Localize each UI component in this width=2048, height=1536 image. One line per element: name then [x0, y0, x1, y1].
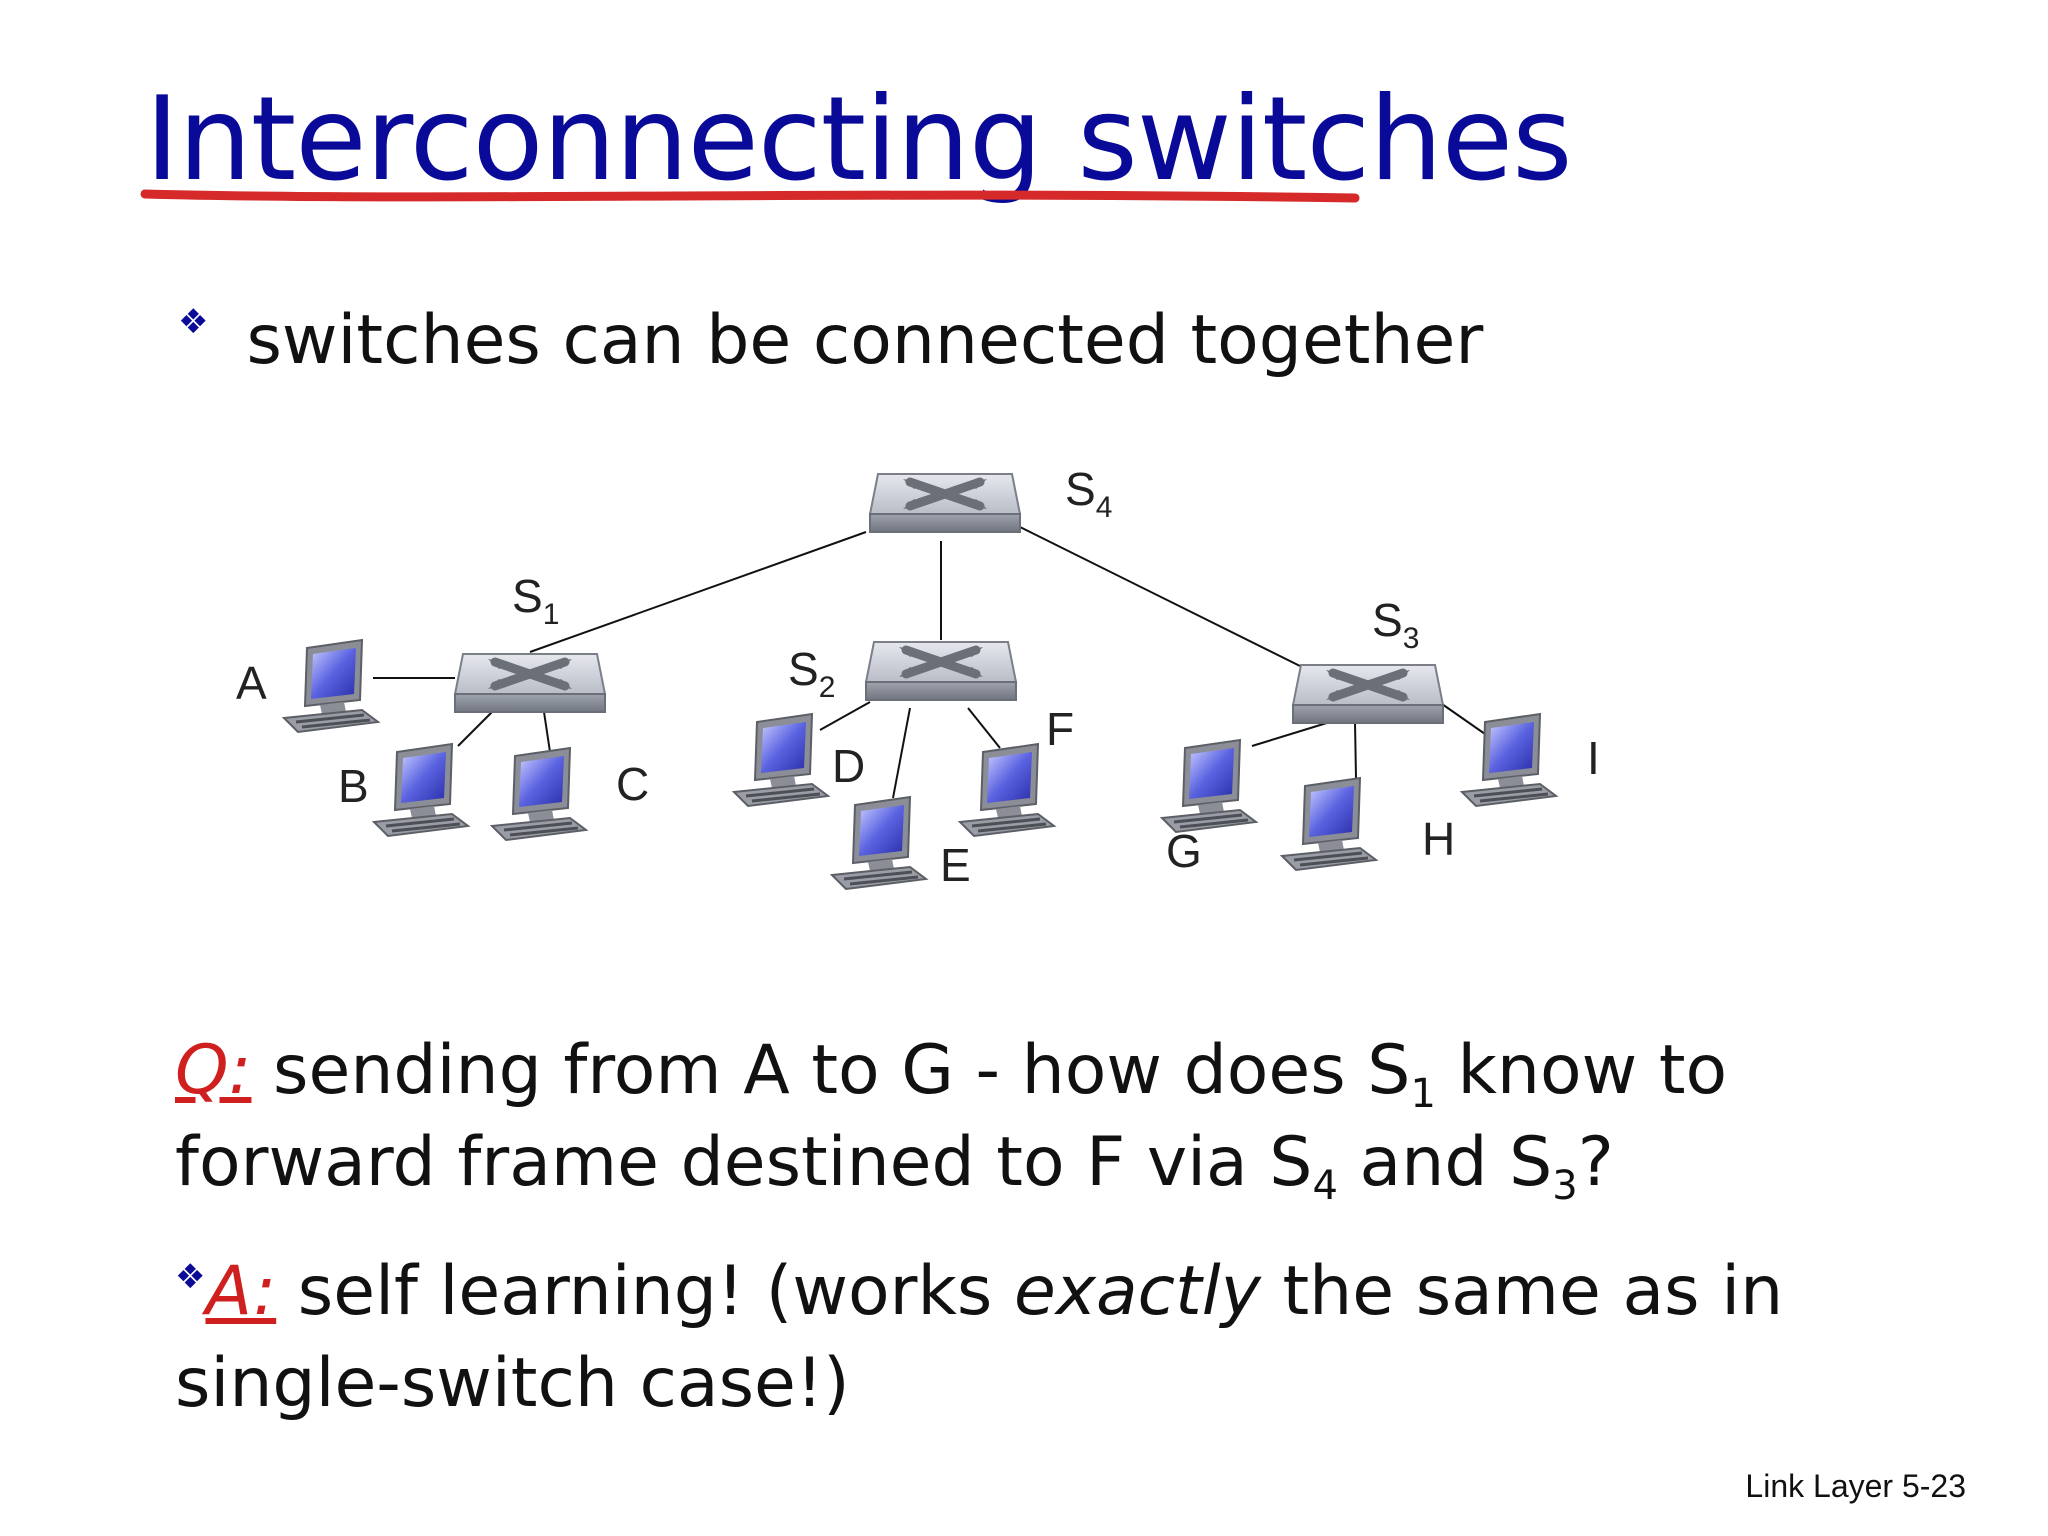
- host-e: [830, 795, 928, 891]
- answer-diamond-icon: ❖: [175, 1257, 206, 1297]
- question-line: Q: sending from A to G - how does S1 kno…: [175, 1031, 1728, 1209]
- bullet-diamond-icon: ❖: [178, 302, 209, 342]
- label-host-d: D: [832, 740, 865, 792]
- answer-line: ❖A: self learning! (works exactly the sa…: [175, 1252, 1784, 1423]
- footer-page-label: Link Layer 5-23: [1745, 1468, 1966, 1504]
- host-g: [1160, 738, 1258, 834]
- link-s1-c: [543, 711, 551, 753]
- label-host-a: A: [236, 657, 267, 709]
- link-s3-g: [1251, 721, 1331, 747]
- label-host-i: I: [1587, 732, 1600, 784]
- label-s3: S3: [1372, 594, 1419, 655]
- bullet-text: switches can be connected together: [246, 301, 1484, 380]
- host-b: [372, 742, 470, 838]
- label-host-g: G: [1166, 825, 1202, 877]
- bullet-switches-connected: ❖switches can be connected together: [178, 305, 1483, 375]
- a-label: A:: [205, 1252, 277, 1331]
- label-host-b: B: [338, 760, 369, 812]
- switch-s3: [1293, 665, 1443, 723]
- qa-block: Q: sending from A to G - how does S1 kno…: [175, 1025, 1995, 1430]
- switch-s1: [455, 654, 605, 712]
- label-host-f: F: [1046, 703, 1074, 755]
- host-f: [958, 742, 1056, 838]
- label-s1: S1: [512, 570, 559, 631]
- label-host-h: H: [1422, 813, 1455, 865]
- host-c: [490, 746, 588, 842]
- label-host-c: C: [616, 758, 649, 810]
- links: [373, 526, 1486, 799]
- host-d: [732, 712, 830, 808]
- link-s3-h: [1354, 721, 1357, 779]
- switch-s2: [866, 642, 1016, 700]
- label-s4: S4: [1065, 463, 1112, 524]
- link-s4-s3: [1019, 526, 1301, 667]
- switch-s4: [870, 474, 1020, 532]
- link-s3-i: [1441, 703, 1486, 735]
- host-a: [282, 638, 380, 734]
- title-underline: [140, 189, 1360, 203]
- link-s2-e: [892, 707, 911, 799]
- label-host-e: E: [940, 839, 971, 891]
- slide-title: Interconnecting switches: [145, 72, 1573, 207]
- link-s2-d: [819, 701, 871, 731]
- link-s4-s1: [529, 531, 867, 653]
- host-h: [1280, 776, 1378, 872]
- link-s1-b: [457, 711, 493, 747]
- link-s2-f: [967, 707, 1001, 749]
- label-s2: S2: [788, 643, 835, 704]
- q-label: Q:: [175, 1031, 252, 1110]
